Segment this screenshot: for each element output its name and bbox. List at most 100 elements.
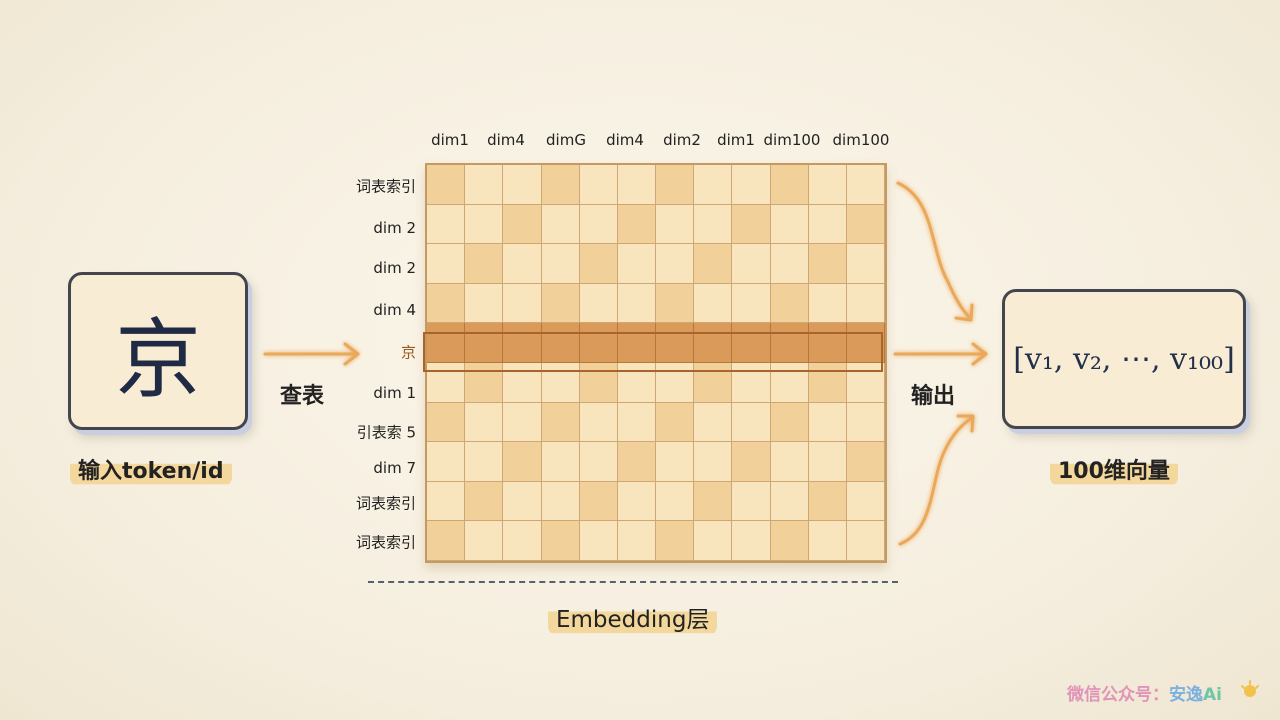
matrix-cell [846, 481, 885, 522]
input-token-card: 京 [68, 272, 248, 430]
matrix-cell-selected [770, 323, 809, 363]
matrix-cell [732, 521, 771, 561]
matrix-cell [694, 521, 733, 561]
column-header: dim100 [763, 131, 821, 149]
matrix-cell [503, 521, 542, 561]
matrix-cell [617, 204, 656, 245]
matrix-cell [465, 442, 504, 482]
lookup-label: 查表 [280, 384, 325, 409]
matrix-cell [770, 521, 809, 561]
matrix-cell [541, 283, 580, 324]
matrix-cell-selected [656, 323, 695, 363]
curved-arrow-top-icon [896, 181, 974, 322]
matrix-cell-selected [503, 323, 542, 363]
matrix-cell [770, 165, 809, 205]
matrix-cell [846, 244, 885, 284]
row-label: 词表索引 [355, 533, 416, 552]
row-label: 引表索 5 [356, 423, 416, 442]
matrix-cell [694, 165, 733, 205]
output-vector-card: [v₁, v₂, ⋯, v₁₀₀] [1002, 289, 1246, 429]
matrix-cell [427, 165, 466, 205]
matrix-cell [541, 481, 580, 522]
matrix-cell [427, 204, 466, 245]
matrix-cell [579, 481, 618, 522]
matrix-cell [694, 442, 733, 482]
output-vector-label: 100维向量 [1050, 451, 1178, 487]
matrix-cell-selected [617, 323, 656, 363]
column-header: dim1 [431, 131, 469, 149]
embedding-divider [368, 581, 898, 583]
row-label: dim 2 [373, 259, 416, 277]
matrix-cell [656, 481, 695, 522]
matrix-cell [617, 521, 656, 561]
matrix-cell [541, 204, 580, 245]
matrix-cell [694, 204, 733, 245]
matrix-cell [770, 283, 809, 324]
output-vector-text: [v₁, v₂, ⋯, v₁₀₀] [1013, 341, 1235, 377]
matrix-cell [503, 402, 542, 443]
matrix-cell [541, 442, 580, 482]
matrix-cell [656, 402, 695, 443]
matrix-cell [656, 283, 695, 324]
matrix-cell [808, 481, 847, 522]
output-label: 输出 [911, 384, 956, 409]
matrix-cell [732, 442, 771, 482]
matrix-cell [808, 283, 847, 324]
matrix-cell [770, 481, 809, 522]
matrix-cell [503, 244, 542, 284]
matrix-cell [503, 442, 542, 482]
matrix-cell [427, 442, 466, 482]
matrix-cell-selected [427, 323, 466, 363]
matrix-cell [465, 244, 504, 284]
matrix-cell [579, 165, 618, 205]
matrix-cell [541, 521, 580, 561]
matrix-cell [694, 283, 733, 324]
row-label-highlighted: 京 [400, 343, 416, 362]
matrix-cell [427, 481, 466, 522]
matrix-cell [846, 402, 885, 443]
lookup-arrow-icon [263, 342, 360, 366]
column-header: dim1 [717, 131, 755, 149]
matrix-cell [732, 244, 771, 284]
matrix-cell [770, 442, 809, 482]
matrix-cell [770, 362, 809, 403]
column-header: dim4 [487, 131, 525, 149]
matrix-cell [465, 204, 504, 245]
matrix-cell [579, 204, 618, 245]
matrix-cell-selected [465, 323, 504, 363]
matrix-cell [694, 402, 733, 443]
matrix-cell [617, 481, 656, 522]
row-label: 词表索引 [355, 177, 416, 196]
matrix-cell-selected [579, 323, 618, 363]
output-arrow-icon [893, 342, 988, 366]
matrix-cell [465, 283, 504, 324]
column-header: dimG [546, 131, 586, 149]
matrix-cell [732, 204, 771, 245]
matrix-cell [808, 442, 847, 482]
matrix-cell [503, 362, 542, 403]
matrix-cell [465, 481, 504, 522]
matrix-cell [465, 362, 504, 403]
matrix-cell [694, 362, 733, 403]
matrix-cell [503, 283, 542, 324]
matrix-cell [656, 204, 695, 245]
matrix-cell [579, 362, 618, 403]
column-header: dim2 [663, 131, 701, 149]
matrix-cell [846, 283, 885, 324]
matrix-cell [694, 244, 733, 284]
row-label: dim 4 [373, 301, 416, 319]
row-label: dim 7 [373, 459, 416, 477]
matrix-cell [503, 204, 542, 245]
matrix-cell [732, 402, 771, 443]
matrix-cell [770, 204, 809, 245]
matrix-cell [617, 442, 656, 482]
watermark-brand: 安逸 [1169, 685, 1203, 705]
matrix-cell [503, 481, 542, 522]
matrix-cell [656, 521, 695, 561]
matrix-cell [427, 244, 466, 284]
matrix-cell [732, 165, 771, 205]
matrix-cell [656, 244, 695, 284]
matrix-cell [656, 362, 695, 403]
matrix-cell [541, 165, 580, 205]
